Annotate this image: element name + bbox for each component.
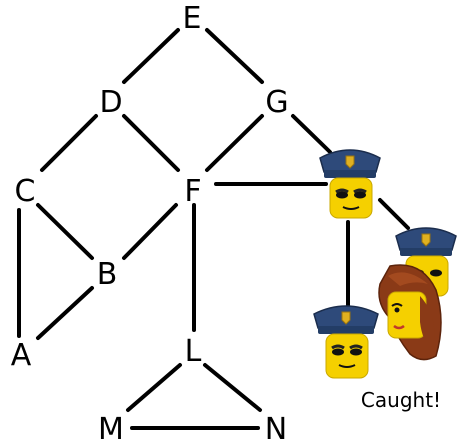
edge-L-M <box>126 363 182 412</box>
node-D: D <box>99 85 122 120</box>
edge-C-B <box>36 203 94 260</box>
node-C: C <box>15 174 36 209</box>
police-officer-top <box>319 149 381 219</box>
node-B: B <box>97 257 118 292</box>
node-labels: E D G C F B A L M N <box>11 1 289 443</box>
node-E: E <box>183 1 202 36</box>
edge-F-B <box>122 203 178 260</box>
badge-icon <box>345 155 355 169</box>
edge-L-N <box>203 363 262 412</box>
edge-police-right <box>378 198 410 230</box>
edge-E-D <box>122 28 180 84</box>
node-L: L <box>185 334 202 369</box>
edge-B-A <box>36 286 94 340</box>
edge-G-F <box>205 114 264 172</box>
police-officer-bottom <box>313 305 379 379</box>
edge-D-C <box>40 114 98 172</box>
node-G: G <box>265 85 288 120</box>
edge-E-G <box>205 28 264 84</box>
node-M: M <box>98 412 124 443</box>
node-A: A <box>11 338 32 373</box>
node-N: N <box>265 412 287 443</box>
edge-G-police <box>291 114 332 154</box>
badge-icon <box>421 233 431 247</box>
node-F: F <box>184 174 201 209</box>
robber-woman <box>378 264 442 361</box>
edge-D-F <box>122 114 180 172</box>
edges <box>17 28 410 430</box>
badge-icon <box>341 311 351 325</box>
caught-caption: Caught! <box>361 388 441 412</box>
